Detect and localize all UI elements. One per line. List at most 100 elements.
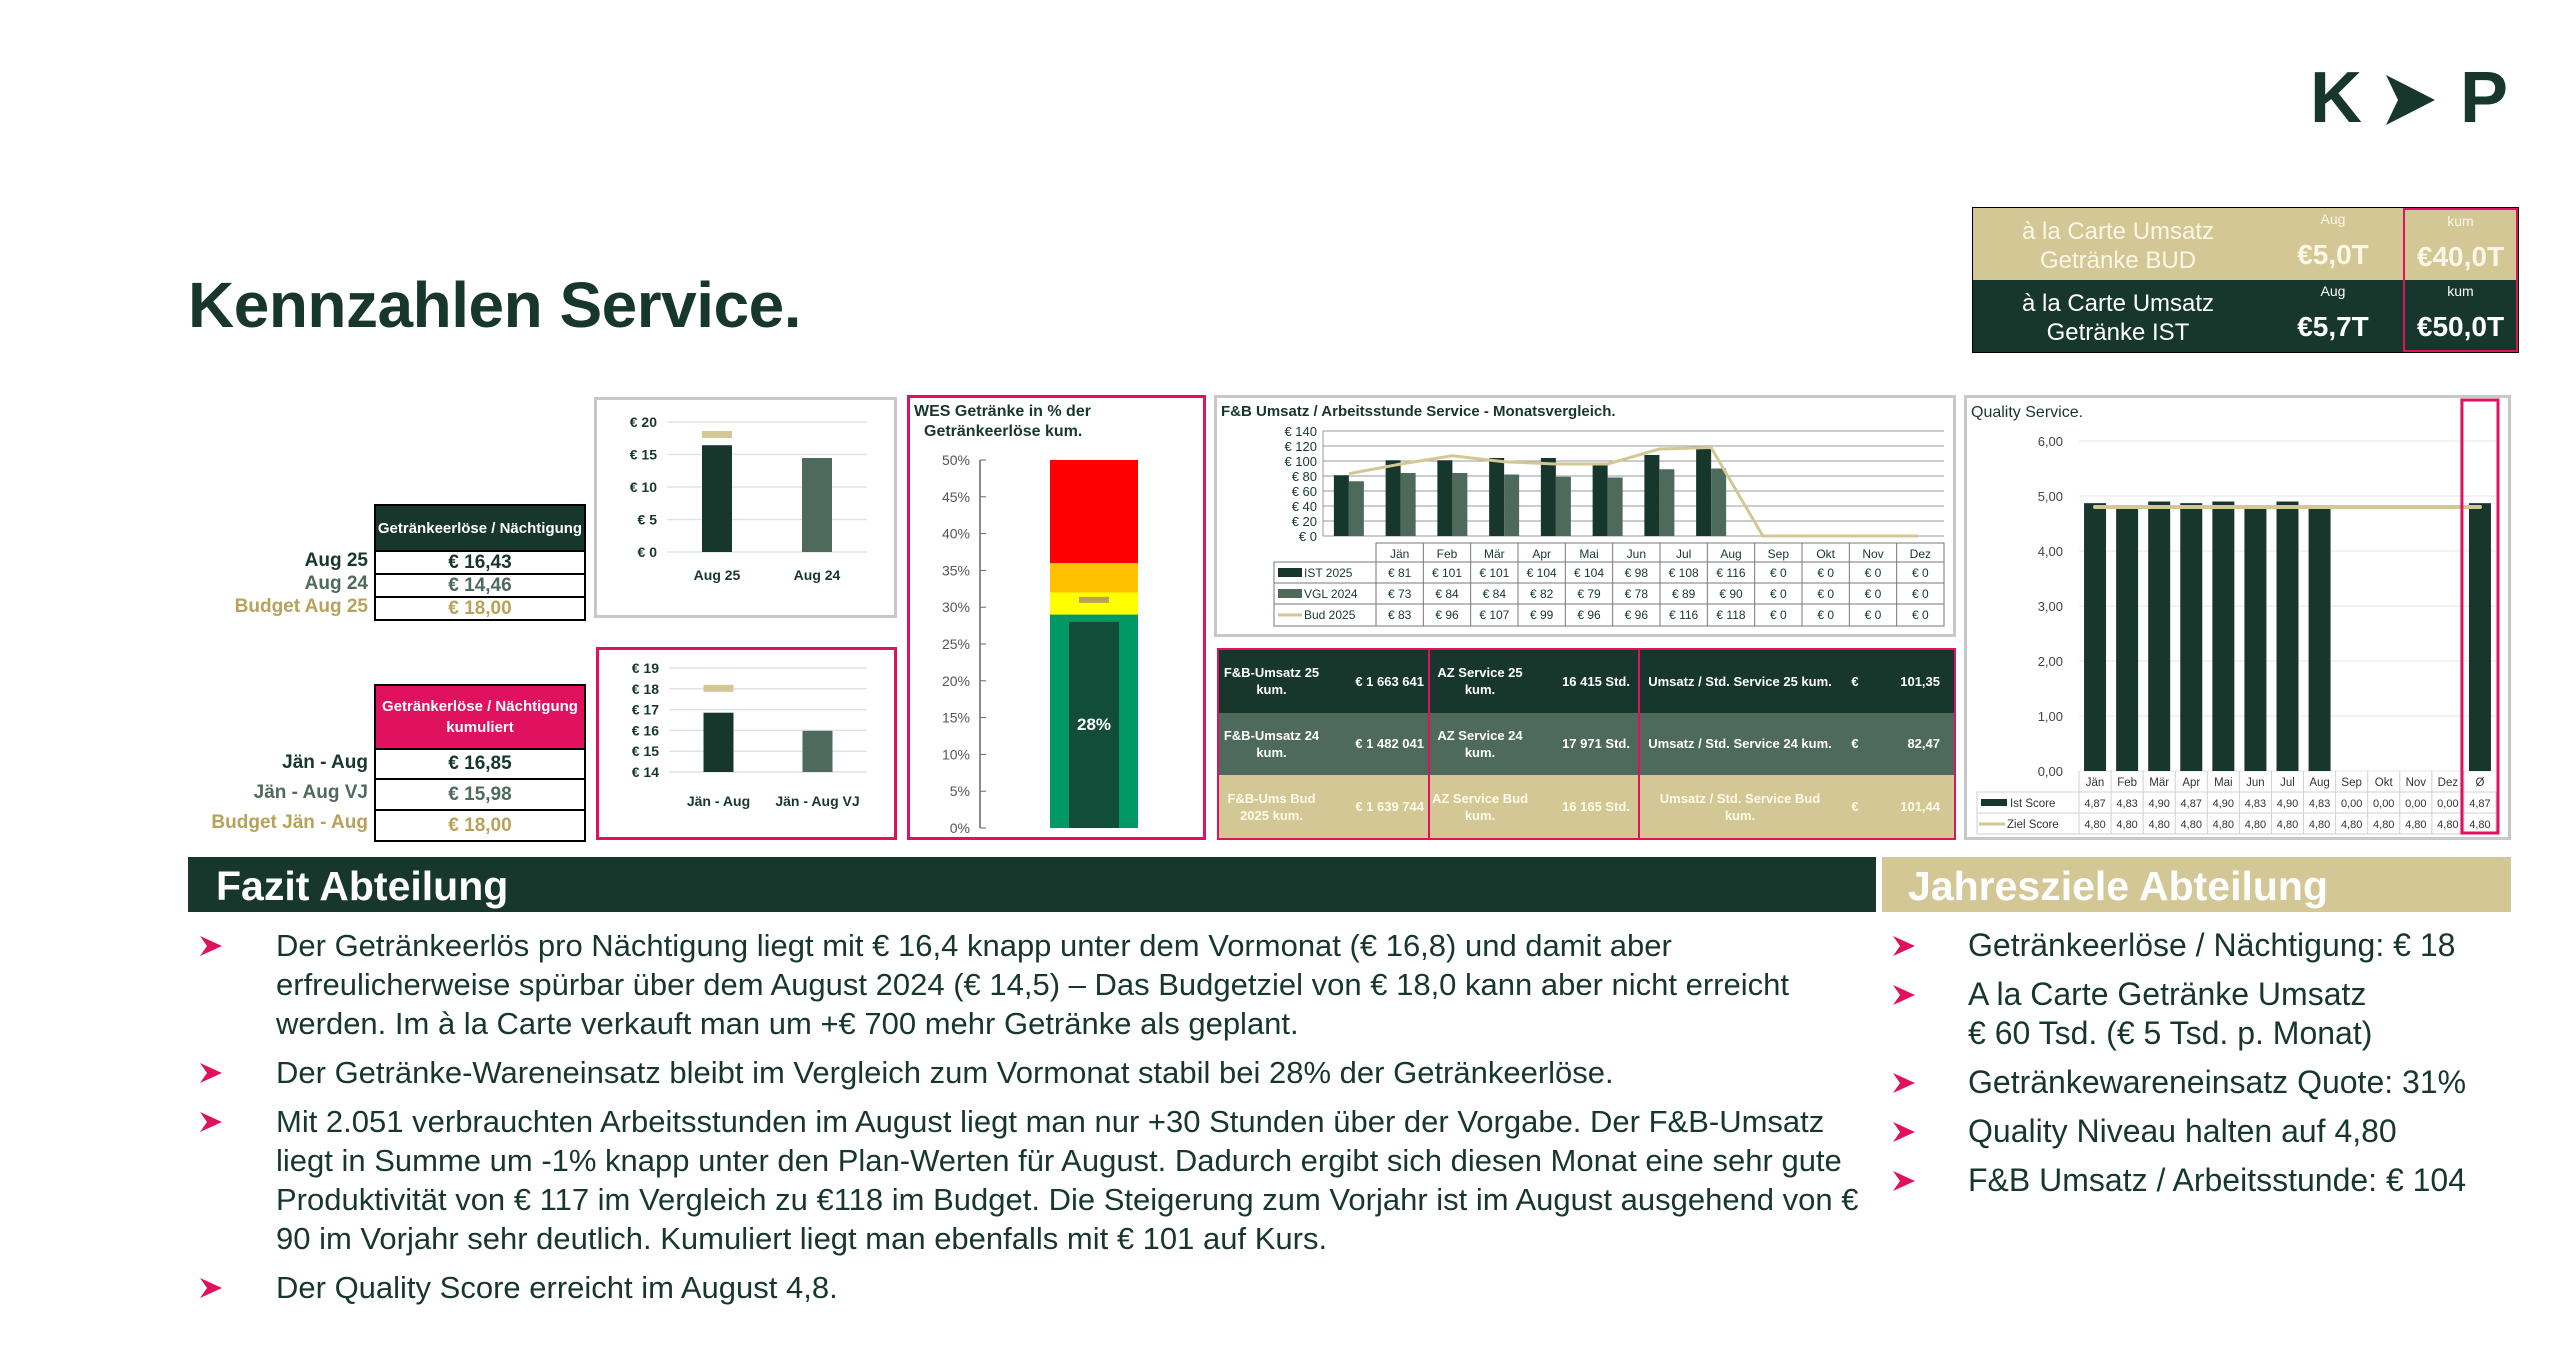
fb-revenue-per-hour-chart: F&B Umsatz / Arbeitsstunde Service - Mon… — [1214, 395, 1956, 637]
kpi-aug-value: €5,7T — [2297, 311, 2369, 342]
kpi-aug-cell: Aug€5,7T — [2263, 280, 2403, 352]
bullet-text: Quality Niveau halten auf 4,80 — [1968, 1113, 2397, 1149]
fb-revenue-label: F&B-Ums Bud 2025 kum. — [1227, 790, 1316, 823]
table-cell: € 108 — [1669, 566, 1699, 580]
chevron-bullet-icon — [200, 1278, 222, 1298]
table-cell: 4,80 — [2181, 819, 2202, 831]
revenue-per-hour-group: Umsatz / Std. Service 24 kum.€82,47 — [1640, 713, 1954, 776]
work-hours-group: AZ Service 24 kum.17 971 Std. — [1430, 712, 1640, 776]
legend-label: VGL 2024 — [1304, 587, 1358, 601]
y-tick-label: 5% — [950, 783, 970, 799]
table-cell: 4,80 — [2469, 819, 2490, 831]
revenue-per-hour-label: Umsatz / Std. Service 24 kum. — [1648, 736, 1832, 752]
legend-label: IST 2025 — [1304, 566, 1353, 580]
x-tick-label: Aug 24 — [794, 567, 841, 583]
fazit-bullet: Der Getränkeerlös pro Nächtigung liegt m… — [200, 926, 1880, 1043]
chevron-shape — [1893, 1122, 1915, 1142]
table-cell: € 116 — [1716, 566, 1745, 580]
fb-summary-row: F&B-Ums Bud 2025 kum. € 1 639 744 AZ Servi… — [1219, 775, 1954, 838]
month-header: Dez — [1910, 547, 1931, 561]
legend-swatch — [1278, 589, 1302, 598]
month-header: Ø — [2475, 777, 2484, 789]
table-cell: € 79 — [1577, 587, 1601, 601]
bar-ist-2025 — [1333, 475, 1349, 536]
table-cell: € 0 — [1865, 608, 1882, 622]
wes-gauge-svg: 0%5%10%15%20%25%30%35%40%45%50%28% — [942, 452, 1138, 836]
bar-vgl-2024 — [1711, 468, 1727, 536]
chevron-shape — [1893, 1171, 1915, 1191]
bar-ist-2025 — [1540, 458, 1556, 536]
y-tick-label: € 100 — [1284, 454, 1317, 469]
bar-vgl-2024 — [1400, 473, 1416, 536]
y-tick-label: 40% — [942, 526, 970, 542]
chevron-shape — [200, 1063, 222, 1083]
average-highlight — [2460, 398, 2500, 835]
goals-list: Getränkeerlöse / Nächtigung: € 18 A la Ca… — [1893, 926, 2513, 1210]
y-tick-label: 2,00 — [2038, 654, 2063, 669]
month-header: Feb — [2117, 777, 2137, 789]
fazit-list: Der Getränkeerlös pro Nächtigung liegt m… — [200, 926, 1880, 1317]
bullet-text: Mit 2.051 verbrauchten Arbeitsstunden im… — [276, 1104, 1859, 1256]
logo-arrow-icon — [2386, 75, 2435, 125]
work-hours-group: AZ Service 25 kum.16 415 Std. — [1430, 650, 1640, 713]
kpi-kum-cell: kum€50,0T — [2403, 280, 2518, 352]
fb-revenue-group: F&B-Umsatz 25 kum.€ 1 663 641 — [1219, 650, 1430, 713]
y-tick-label: € 0 — [638, 544, 658, 560]
fb-revenue-value: € 1 639 744 — [1355, 799, 1424, 815]
fazit-bullet: Mit 2.051 verbrauchten Arbeitsstunden im… — [200, 1102, 1880, 1258]
y-tick-label: € 16 — [632, 722, 659, 738]
table-row-value: € 16,85 — [376, 748, 584, 778]
table-cell: € 84 — [1483, 587, 1507, 601]
table-cell: 4,80 — [2309, 819, 2330, 831]
legend-label: Bud 2025 — [1304, 608, 1356, 622]
month-header: Mär — [1484, 547, 1505, 561]
month-header: Feb — [1437, 547, 1458, 561]
bar-ist-score — [2276, 501, 2299, 771]
month-header: Dez — [2438, 777, 2459, 789]
work-hours-label: AZ Service 25 kum. — [1437, 665, 1523, 698]
table-cell: € 118 — [1716, 608, 1745, 622]
chevron-shape — [200, 936, 222, 956]
threshold-band — [1050, 592, 1138, 615]
table-cell: € 0 — [1912, 608, 1929, 622]
bar — [703, 712, 734, 772]
bar — [802, 730, 833, 772]
y-tick-label: € 120 — [1284, 439, 1317, 454]
work-hours-label: AZ Service Bud kum. — [1431, 790, 1529, 823]
y-tick-label: 3,00 — [2038, 599, 2063, 614]
y-tick-label: € 40 — [1292, 499, 1317, 514]
bullet-text: Getränkeerlöse / Nächtigung: € 18 — [1968, 927, 2456, 963]
revenue-per-hour-label: Umsatz / Std. Service 25 kum. — [1648, 673, 1832, 689]
chevron-bullet-icon — [1893, 1171, 1915, 1191]
table-header: Getränkerlöse / Nächtigung kumuliert — [376, 686, 584, 748]
kpi-aug-label: Aug — [2320, 211, 2346, 227]
chevron-bullet-icon — [1893, 1122, 1915, 1142]
fazit-bullet: Der Getränke-Wareneinsatz bleibt im Verg… — [200, 1053, 1880, 1092]
table-cell: 4,90 — [2148, 798, 2169, 810]
bar-ist-score — [2180, 503, 2203, 771]
bar-ist-score — [2308, 505, 2331, 771]
fb-revenue-value: € 1 663 641 — [1355, 673, 1424, 689]
y-tick-label: € 10 — [630, 479, 657, 495]
bullet-text: Getränkewareneinsatz Quote: 31% — [1968, 1064, 2467, 1100]
bar-ist-score — [2212, 501, 2235, 771]
month-header: Jän — [2086, 777, 2105, 789]
bar-vgl-2024 — [1607, 477, 1623, 536]
bar — [802, 458, 832, 552]
work-hours-group: AZ Service Bud kum.16 165 Std. — [1430, 775, 1640, 838]
budget-marker — [1079, 596, 1109, 603]
month-header: Jul — [1676, 547, 1691, 561]
table-cell: € 89 — [1672, 587, 1696, 601]
chevron-bullet-icon — [1893, 1073, 1915, 1093]
fb-revenue-group: F&B-Ums Bud 2025 kum. € 1 639 744 — [1219, 775, 1430, 838]
goal-bullet: A la Carte Getränke Umsatz€ 60 Tsd. (€ 5… — [1893, 975, 2513, 1053]
legend-label: Ziel Score — [2007, 819, 2059, 831]
chevron-shape — [1893, 936, 1915, 956]
table-cell: 4,87 — [2181, 798, 2202, 810]
chart-title: Quality Service. — [1971, 404, 2084, 421]
kpi-label-line1: à la Carte Umsatz — [2021, 218, 2215, 245]
table-cell: 4,83 — [2116, 798, 2137, 810]
table-cell: 4,80 — [2148, 819, 2169, 831]
y-tick-label: 0% — [950, 820, 970, 836]
